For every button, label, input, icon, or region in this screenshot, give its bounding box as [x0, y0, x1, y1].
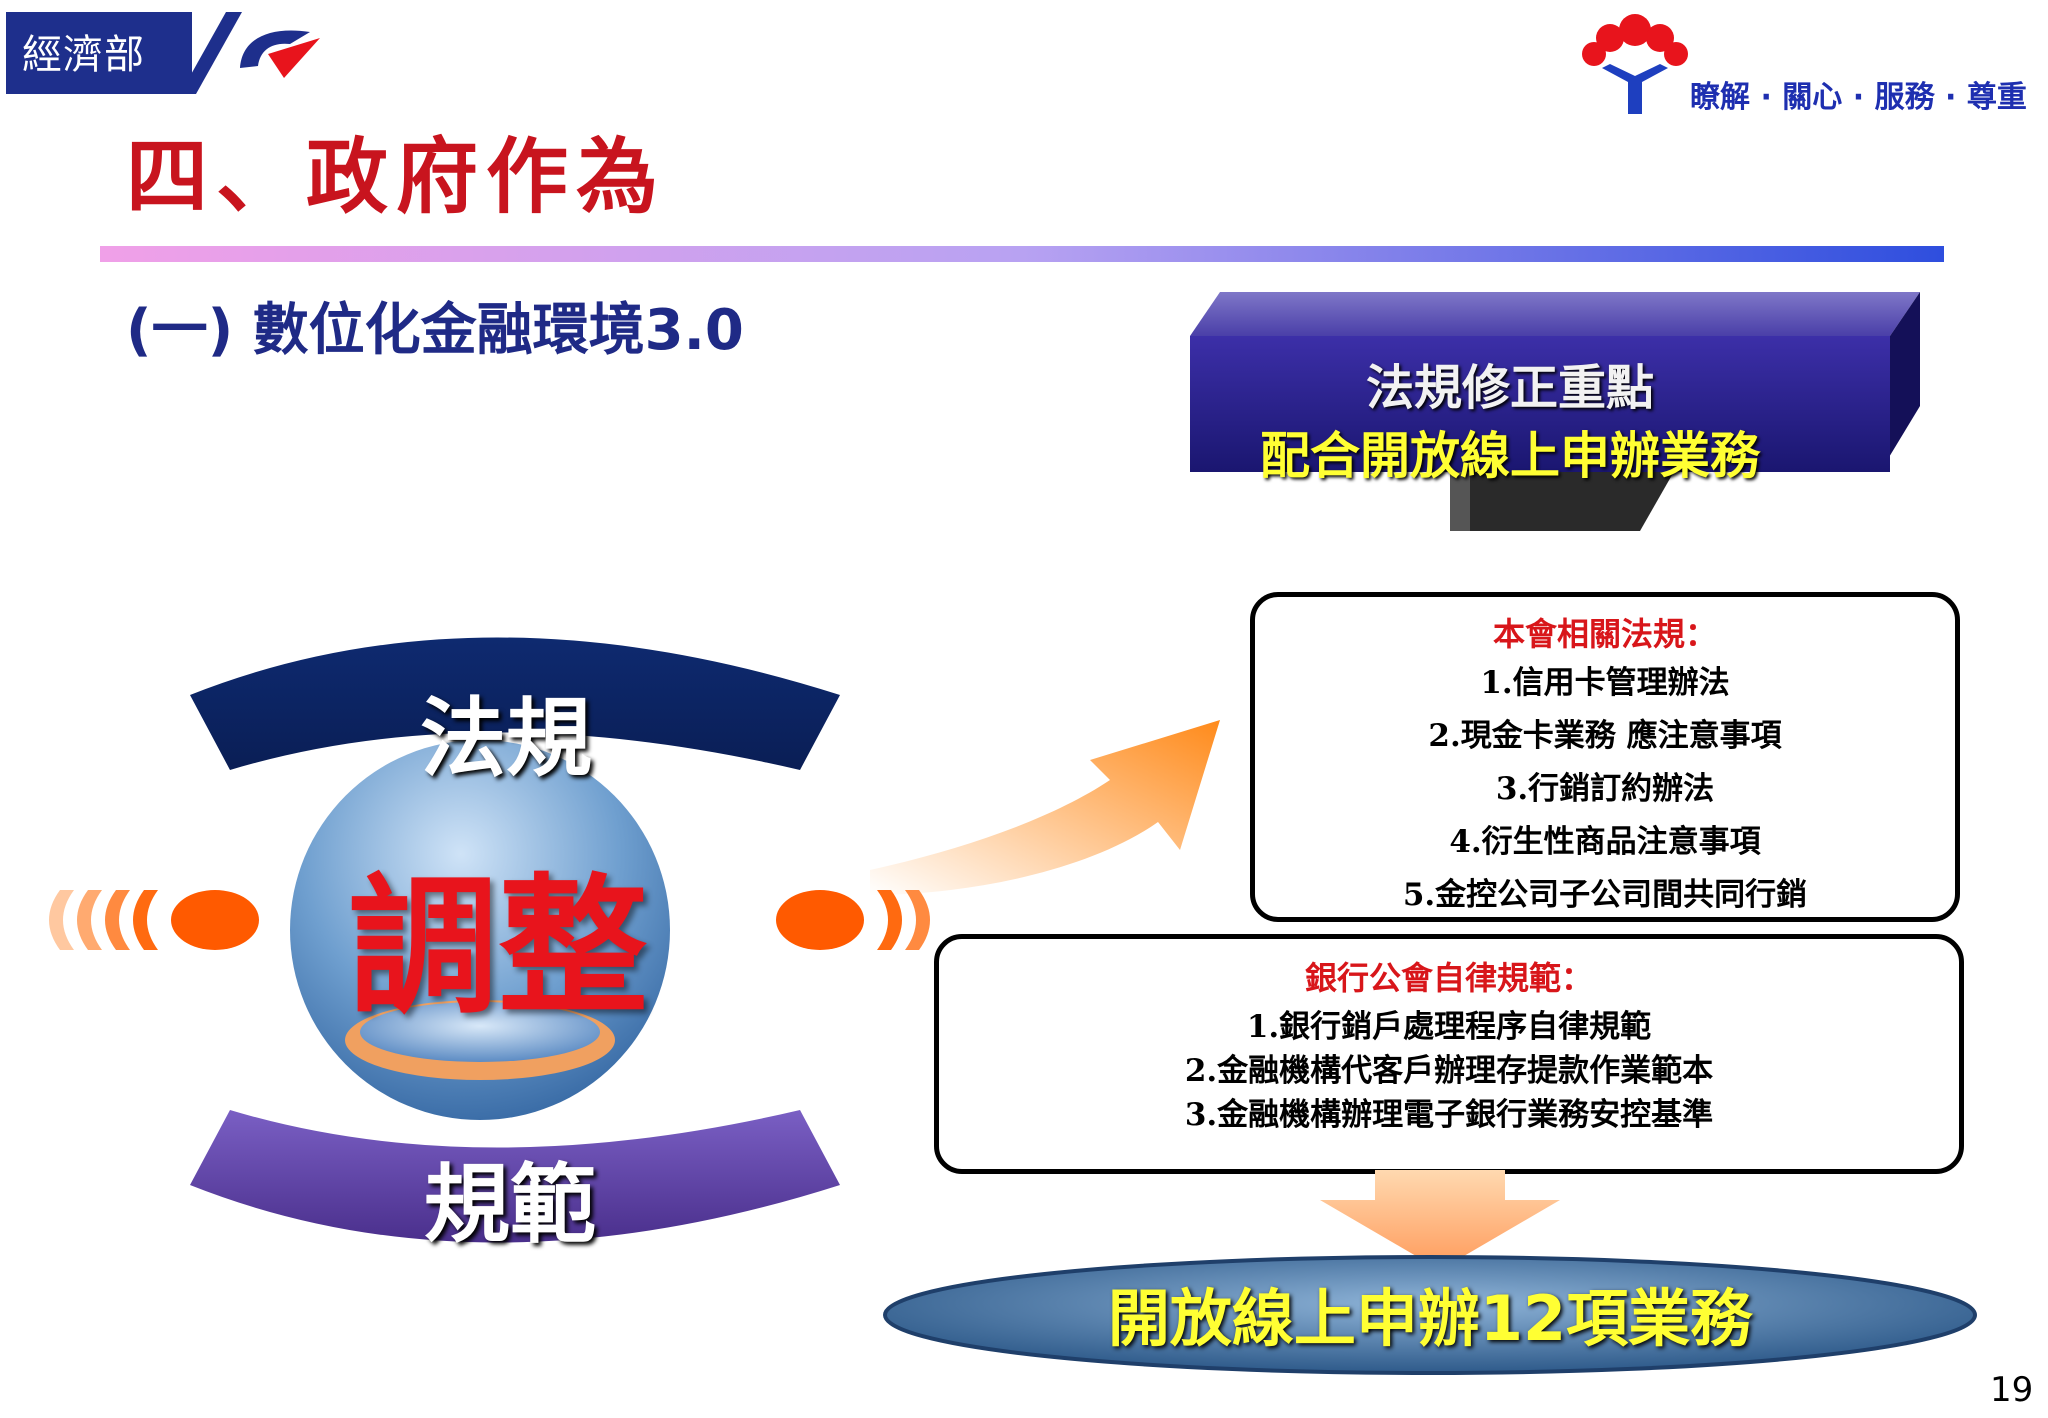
sub-logo	[1582, 14, 1688, 114]
highlight-box-line2: 配合開放線上申辦業務	[1260, 427, 1760, 485]
lens-bottom-label: 規範	[424, 1154, 596, 1255]
curved-arrow	[870, 720, 1220, 895]
section-subtitle: (一) 數位化金融環境3.0	[126, 298, 744, 363]
regulations-box: 本會相關法規： 1.信用卡管理辦法 2.現金卡業務 應注意事項 3.行銷訂約辦法…	[1250, 592, 1960, 922]
down-arrow	[1320, 1170, 1560, 1270]
ministry-badge	[6, 12, 192, 94]
association-item: 1.銀行銷戶處理程序自律規範	[1246, 1009, 1652, 1045]
regulation-item: 4.衍生性商品注意事項	[1449, 824, 1761, 860]
lens-center-label: 調整	[348, 861, 649, 1035]
regulation-item: 1.信用卡管理辦法	[1480, 665, 1730, 701]
highlight-box	[1190, 292, 1920, 531]
ministry-name: 經濟部	[22, 32, 145, 78]
association-box: 銀行公會自律規範： 1.銀行銷戶處理程序自律規範 2.金融機構代客戶辦理存提款作…	[934, 934, 1964, 1174]
page-number: 19	[1990, 1370, 2034, 1410]
regulations-heading: 本會相關法規：	[1492, 615, 1717, 653]
regulation-item: 3.行銷訂約辦法	[1495, 771, 1715, 807]
motto: 瞭解 · 關心 · 服務 · 尊重	[1690, 80, 2027, 115]
title-divider	[100, 246, 1944, 262]
page-title: 四、政府作為	[126, 129, 667, 225]
ministry-logo	[180, 12, 320, 94]
goal-disc	[883, 1255, 1977, 1375]
association-item: 3.金融機構辦理電子銀行業務安控基準	[1184, 1097, 1714, 1133]
regulation-item: 5.金控公司子公司間共同行銷	[1402, 877, 1808, 913]
goal-label: 開放線上申辦12項業務	[1107, 1282, 1753, 1355]
lens-diagram	[49, 637, 930, 1243]
lens-top-label: 法規	[420, 688, 592, 789]
association-heading: 銀行公會自律規範：	[1304, 959, 1593, 997]
highlight-box-line1: 法規修正重點	[1365, 360, 1654, 416]
regulation-item: 2.現金卡業務 應注意事項	[1428, 718, 1782, 754]
association-item: 2.金融機構代客戶辦理存提款作業範本	[1184, 1053, 1714, 1089]
